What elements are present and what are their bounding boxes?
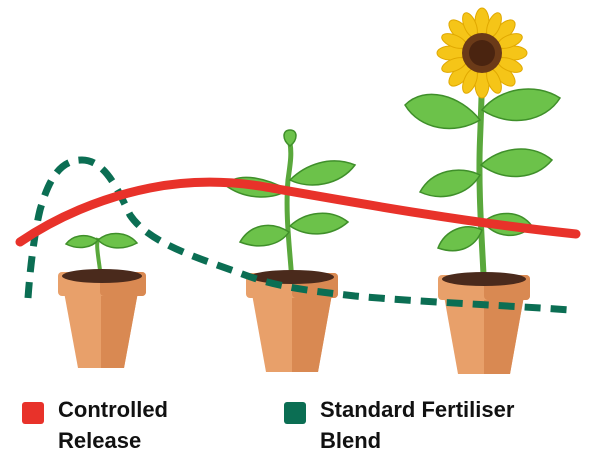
fertiliser-comparison-diagram: [0, 0, 597, 380]
red-square-icon: [22, 402, 44, 424]
flower-pot-sunflower: [438, 272, 530, 374]
green-square-icon: [284, 402, 306, 424]
legend-label-controlled-release: Controlled Release: [58, 394, 168, 456]
sunflower-icon: [405, 8, 560, 285]
legend-item-standard-fertiliser: Standard Fertiliser Blend: [284, 394, 514, 456]
legend-label-standard-fertiliser: Standard Fertiliser Blend: [320, 394, 514, 456]
controlled-release-curve: [20, 182, 576, 242]
flower-pot-young-plant: [246, 270, 338, 372]
legend-item-controlled-release: Controlled Release: [22, 394, 168, 456]
flower-pot-seedling: [58, 269, 146, 368]
young-plant-icon: [225, 130, 355, 282]
seedling-icon: [66, 234, 137, 270]
